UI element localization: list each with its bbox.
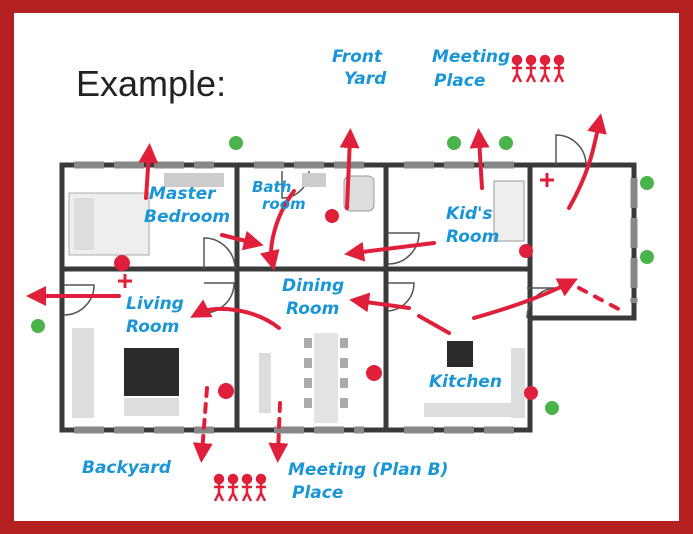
extinguishers (114, 209, 538, 400)
living-room-label-line1: Living (126, 294, 184, 314)
front-yard-label-line2: Yard (344, 69, 387, 89)
bathroom-label-line2: room (262, 195, 306, 213)
meeting-place-figures (213, 54, 565, 502)
first-aid-crosses (118, 173, 554, 288)
front-yard-label-line1: Front (332, 47, 383, 67)
meeting-place-plan-b-label-line2: Place (292, 483, 344, 503)
kids-room-label-line1: Kid's (446, 204, 493, 224)
master-bedroom-label-line1: Master (149, 184, 216, 204)
windows (74, 161, 638, 434)
example-heading: Example: (76, 63, 227, 104)
furniture (68, 173, 525, 423)
bushes (31, 136, 654, 415)
escape-routes (26, 113, 628, 463)
living-room-label-line2: Room (126, 317, 180, 337)
kids-room-label-line2: Room (446, 227, 500, 247)
dining-room-label-line2: Room (286, 299, 340, 319)
dining-room-label-line1: Dining (282, 276, 345, 296)
meeting-place-label-line1: Meeting (432, 47, 511, 67)
floor-plan (26, 54, 654, 502)
backyard-label: Backyard (82, 458, 171, 478)
paper-sheet: Example: (14, 13, 679, 521)
bathroom-label-line1: Bath (252, 178, 292, 196)
meeting-place-plan-b-label-line1: Meeting (Plan B) (288, 460, 449, 480)
kitchen-label: Kitchen (429, 372, 502, 392)
master-bedroom-label-line2: Bedroom (144, 207, 231, 227)
meeting-place-label-line2: Place (434, 71, 486, 91)
